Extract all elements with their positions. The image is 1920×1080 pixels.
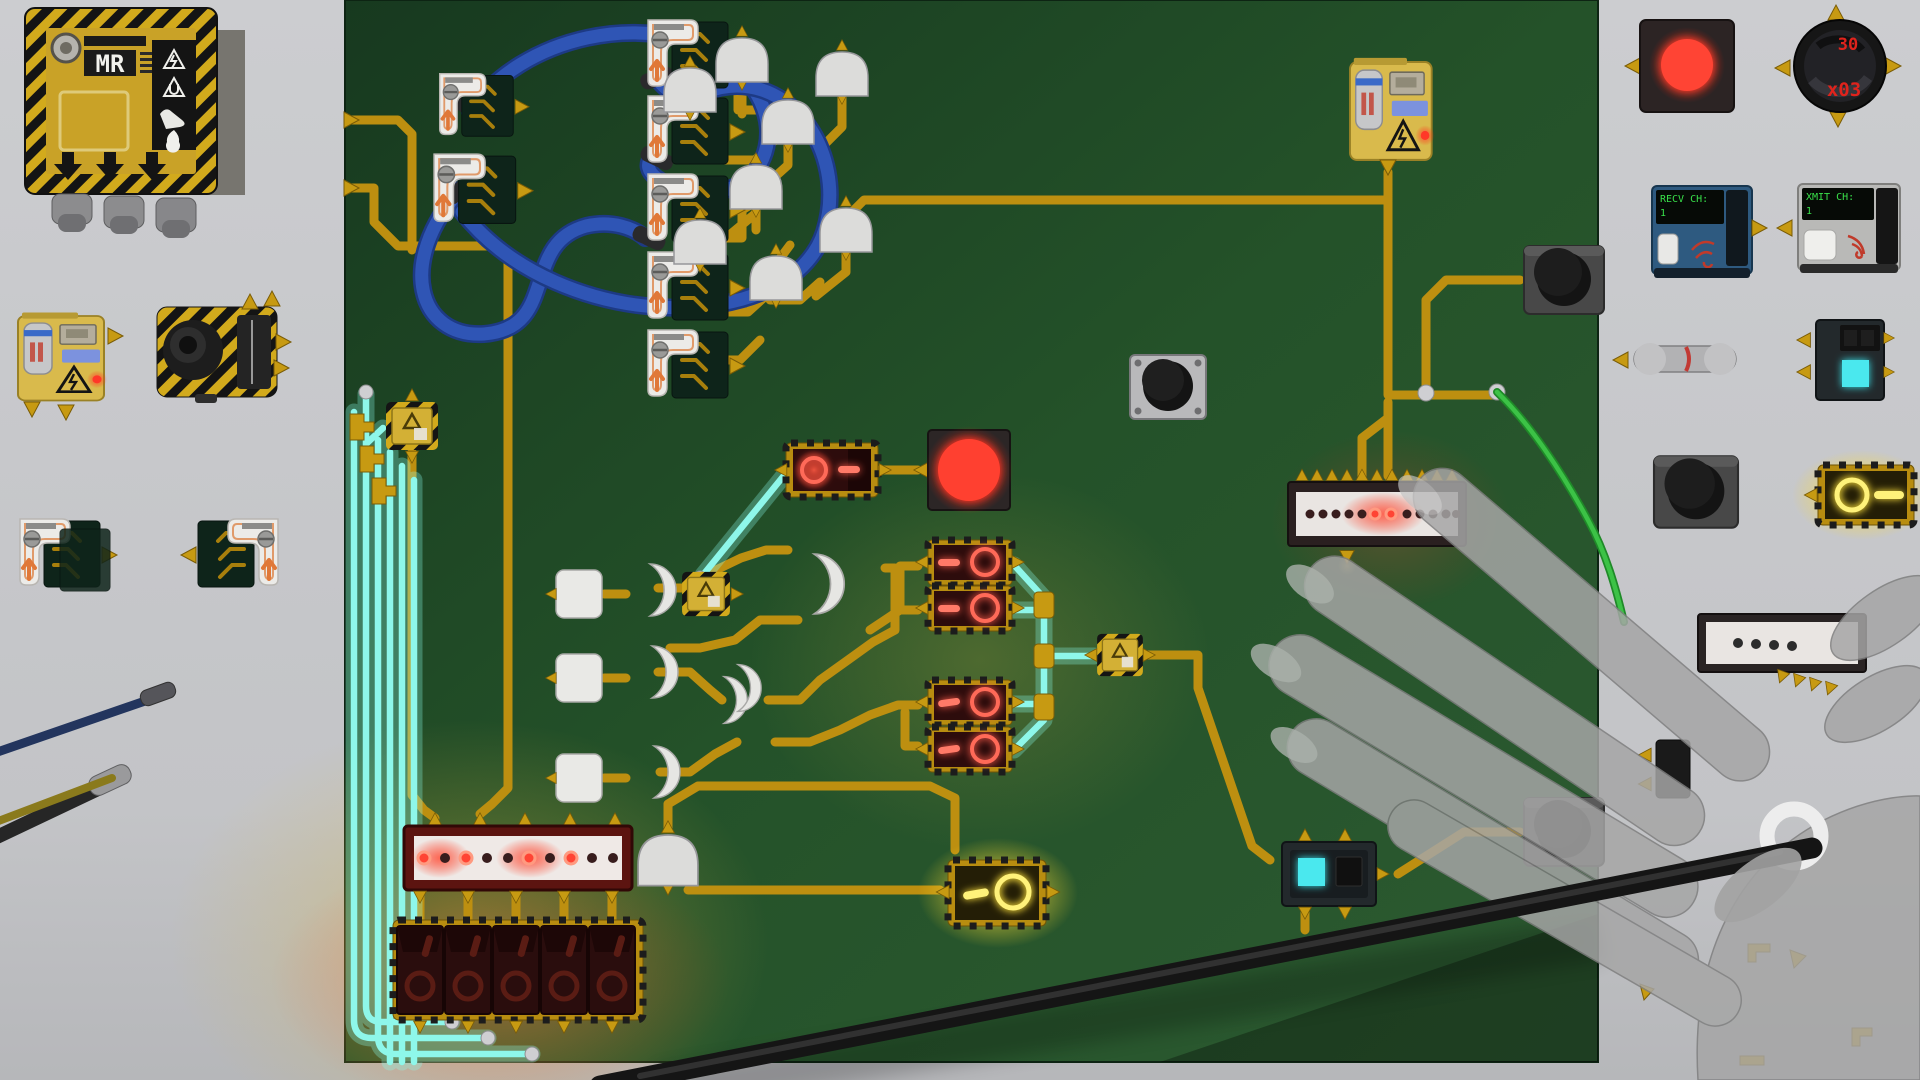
recv-screen-channel: 1 (1660, 208, 1666, 219)
indicator-module-part[interactable] (1796, 319, 1895, 401)
cyan-trace-network (345, 384, 1103, 1071)
electric-warning-icon (162, 47, 186, 69)
red-led-part[interactable] (1624, 19, 1735, 113)
square-gate[interactable] (545, 653, 603, 703)
recv-toggle[interactable] (1657, 233, 1679, 265)
timer-part[interactable]: 30 x03 (1774, 4, 1902, 128)
mr-supply-box[interactable]: MR (24, 7, 245, 238)
hand-finger (1268, 467, 1771, 1027)
buzzer-part[interactable] (156, 290, 292, 403)
led-bar-bottom[interactable] (402, 812, 634, 904)
crate-feet (51, 193, 197, 238)
player-hand[interactable] (1244, 456, 1920, 1080)
wire-node[interactable] (1417, 384, 1435, 402)
xmit-screen-title: XMIT CH: (1806, 192, 1854, 203)
mr-label: MR (96, 50, 125, 78)
power-module-board[interactable] (1348, 56, 1437, 176)
led-bar-part[interactable] (1697, 613, 1867, 698)
digit-display-red[interactable] (915, 582, 1025, 635)
pushbutton-center[interactable] (1129, 354, 1207, 420)
magnet-warning-icon (162, 75, 186, 97)
pour-warning-icon (160, 109, 185, 129)
this-way-down-arrows (54, 152, 166, 180)
square-gate[interactable] (545, 569, 603, 619)
radio-receiver-part[interactable]: RECV CH: 1 (1651, 185, 1768, 278)
digit-display-red[interactable] (915, 723, 1025, 776)
digit-display-red[interactable] (915, 536, 1025, 589)
wifi-icon (1847, 234, 1866, 259)
gate-chip-part[interactable] (20, 519, 117, 592)
loose-wires[interactable] (0, 680, 178, 845)
timer-mult: x03 (1827, 79, 1861, 101)
xmit-pad (1803, 229, 1837, 261)
parts-shelf-left: MR (0, 7, 292, 845)
radio-transmitter-part[interactable]: XMIT CH: 1 (1776, 183, 1901, 273)
indicator-module-board[interactable] (1281, 828, 1390, 920)
dish-icon (1691, 240, 1715, 269)
square-gate[interactable] (545, 753, 603, 803)
switch-bank (378, 916, 654, 1034)
recv-screen-title: RECV CH: (1660, 194, 1708, 205)
gold-trace-network (345, 79, 1525, 935)
pushbutton-part[interactable] (1652, 455, 1740, 529)
thumb-over-stylus (1714, 847, 1802, 923)
yellow-led-part[interactable] (1792, 450, 1920, 540)
digit-display-yellow[interactable] (918, 838, 1078, 948)
flame-warning-icon (166, 130, 180, 153)
xmit-screen-channel: 1 (1806, 206, 1812, 217)
stylus-tool[interactable] (591, 801, 1829, 1080)
digit-display-top[interactable] (774, 439, 892, 501)
hand-knuckles (1824, 574, 1920, 744)
logic-gate-cluster-mid (545, 553, 846, 803)
circuit-board[interactable] (170, 0, 1628, 1080)
pushbutton-right-top[interactable] (1523, 245, 1605, 315)
digit-display-red-group (915, 536, 1025, 776)
digit-display-red[interactable] (915, 676, 1025, 729)
big-red-led[interactable] (913, 426, 1013, 514)
fuse-capsule-part[interactable] (1612, 343, 1737, 375)
timer-count: 30 (1838, 35, 1858, 55)
